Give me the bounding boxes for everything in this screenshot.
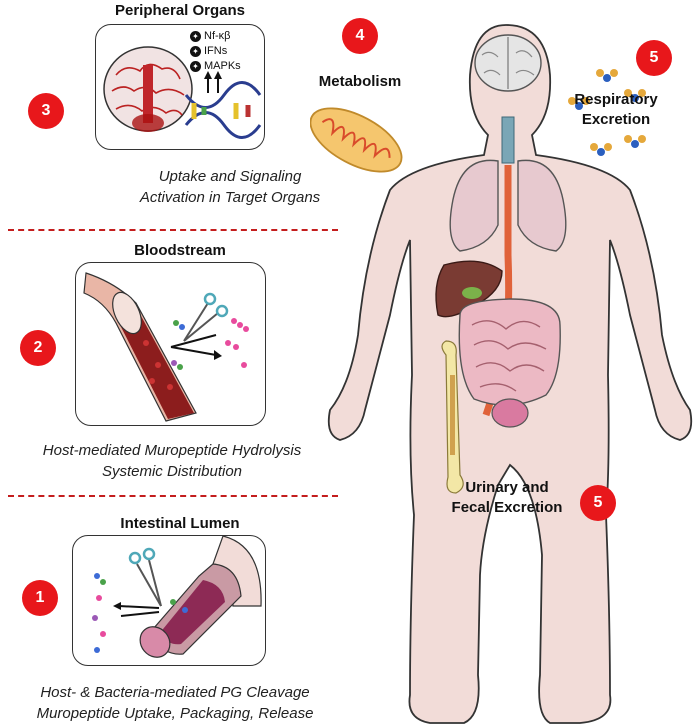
human-body-illustration [310,24,693,724]
step-5-urinary-badge: 5 [580,485,616,521]
step-1-badge: 1 [22,580,58,616]
bladder [491,398,529,428]
intestines [458,298,561,406]
right-lung [517,159,567,252]
step-1-caption: Host- & Bacteria-mediated PG Cleavage Mu… [36,684,314,722]
respiratory-excretion-label: Respiratory Excretion [574,91,658,128]
peripheral-organs-panel [95,24,265,150]
peripheral-organs-title: Peripheral Organs [114,2,246,19]
co2-molecules [568,69,646,156]
intestinal-lumen-title: Intestinal Lumen [120,515,240,532]
metabolism-label: Metabolism [318,73,402,90]
divider-bottom [8,495,338,497]
star-icon: ✦ [190,30,201,42]
blood-vessel-illustration [83,272,249,422]
signal-nfkb: ✦Nf-κβ [190,30,260,42]
mitochondrion [310,107,403,173]
signal-mapks: ✦MAPKs [190,60,260,72]
divider-top [8,229,338,231]
signal-list: ✦Nf-κβ ✦IFNs ✦MAPKs [190,30,260,72]
bloodstream-panel [75,262,266,426]
step-3-caption: Uptake and Signaling Activation in Targe… [139,168,321,206]
left-lung [449,159,499,252]
step-3-badge: 3 [28,93,64,129]
step-4-badge: 4 [342,18,378,54]
step-5-respiratory-badge: 5 [636,40,672,76]
step-2-caption: Host-mediated Muropeptide Hydrolysis Sys… [42,442,302,480]
star-icon: ✦ [190,45,201,57]
intestinal-lumen-panel [72,535,266,666]
star-icon: ✦ [190,60,201,72]
intestine-illustration [92,536,262,658]
signal-ifns: ✦IFNs [190,45,260,57]
bloodstream-title: Bloodstream [134,242,226,259]
brain-dna-illustration [103,46,262,139]
step-2-badge: 2 [20,330,56,366]
urinary-fecal-excretion-label: Urinary and Fecal Excretion [451,479,563,516]
